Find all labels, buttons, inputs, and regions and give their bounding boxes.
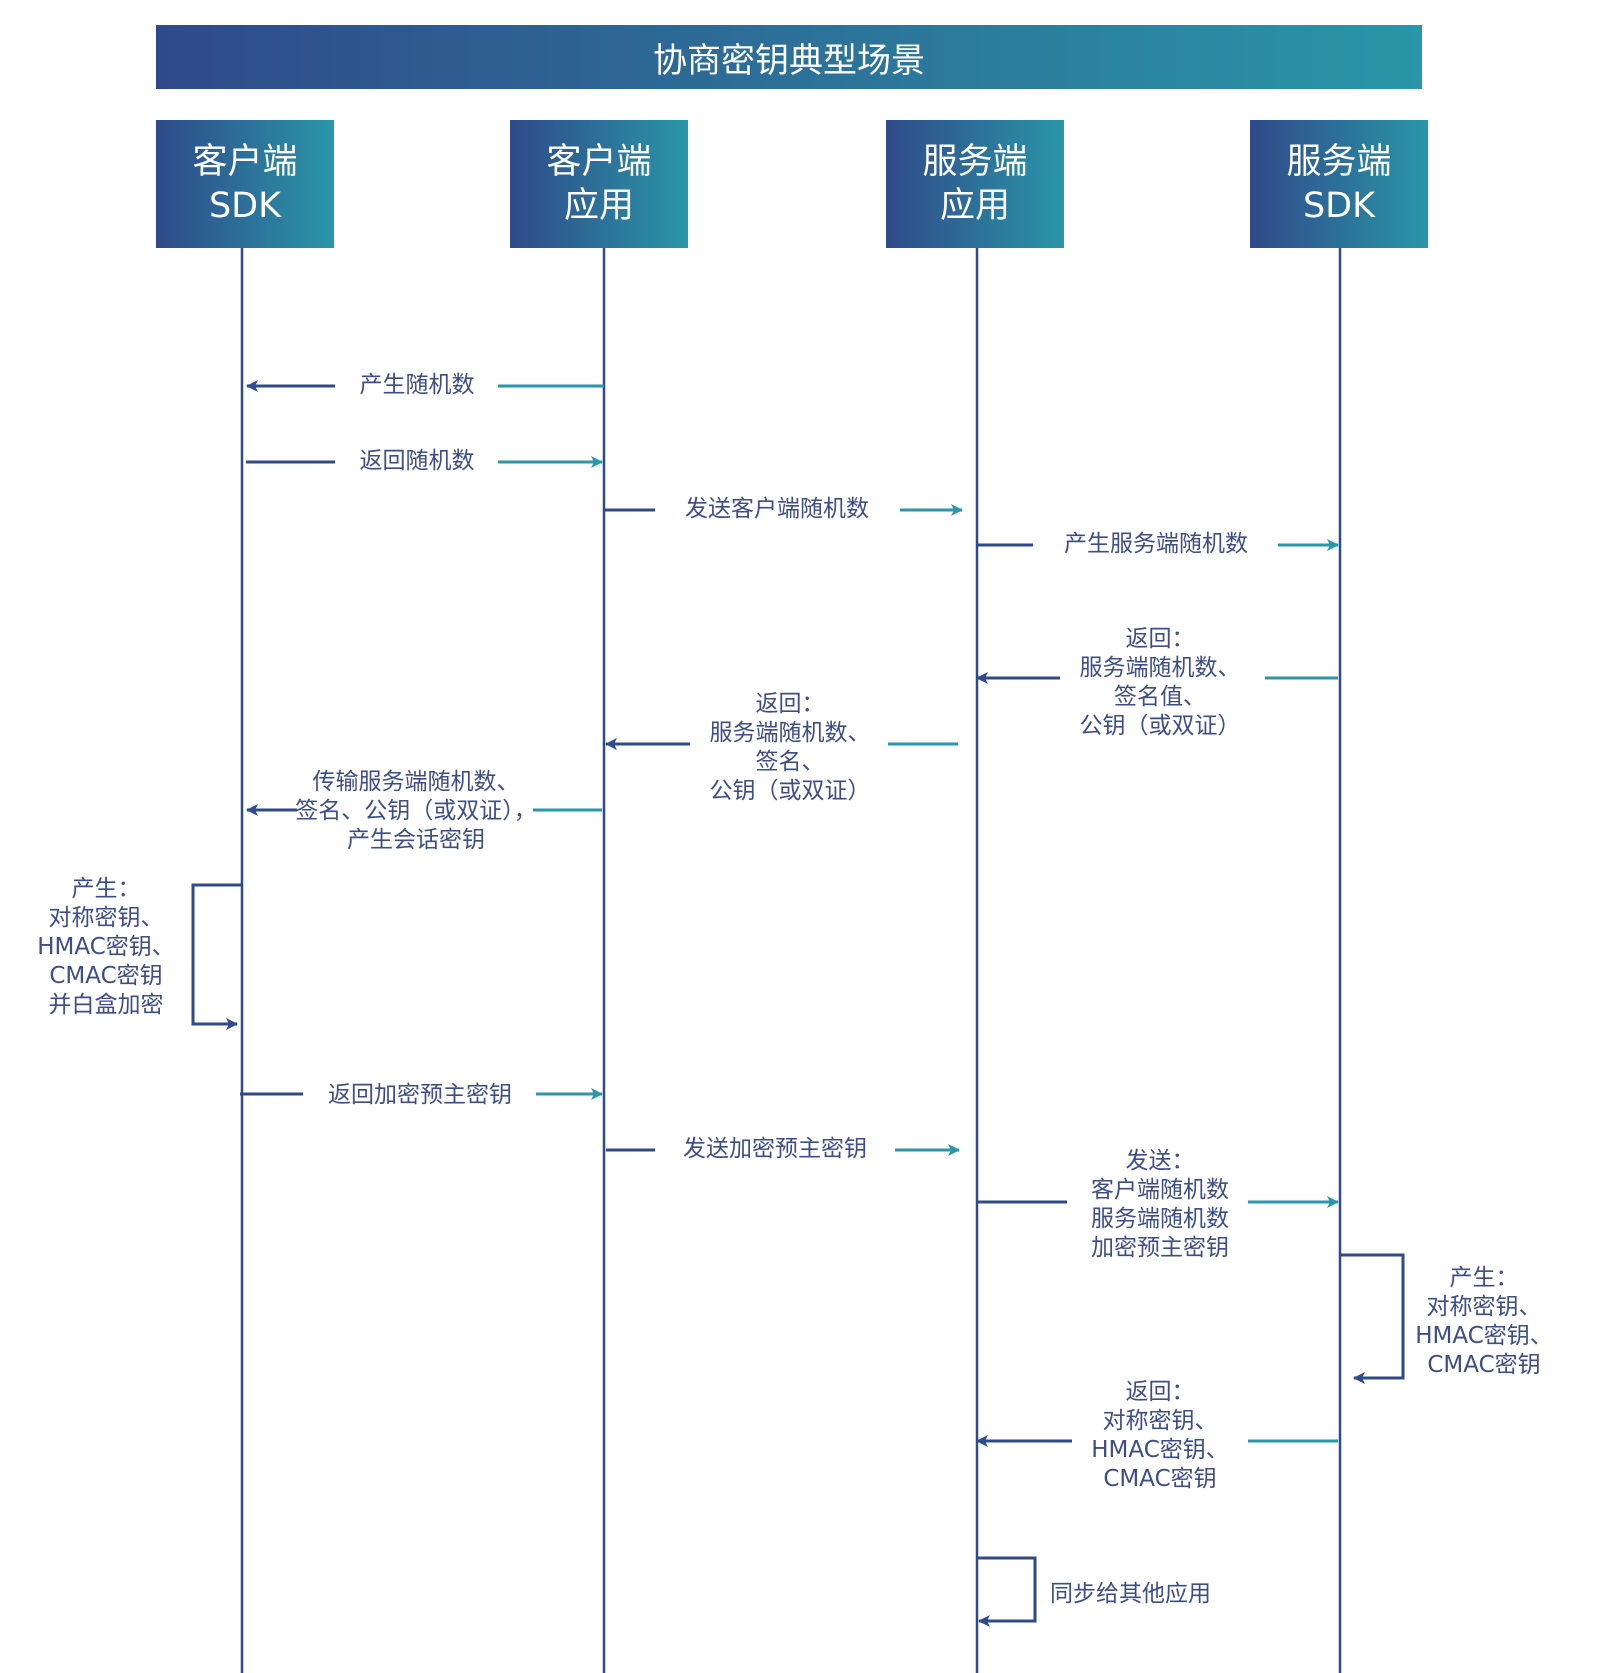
message-label-line: CMAC密钥 (49, 963, 163, 989)
message-label-line: 发送： (1125, 1148, 1195, 1174)
actor-client-app: 客户端 应用 (510, 120, 688, 248)
message-label-line: HMAC密钥、 (1415, 1323, 1553, 1349)
message-label-line: 产生会话密钥 (347, 827, 485, 853)
self-loop-server-sdk (1340, 1253, 1405, 1384)
message-label-line: 签名、 (755, 749, 825, 775)
message-label-line: 对称密钥、 (1426, 1294, 1542, 1320)
message-label-13: 返回： 对称密钥、 HMAC密钥、 CMAC密钥 (1091, 1378, 1229, 1494)
message-label-line: HMAC密钥、 (37, 934, 175, 960)
message-label-line: CMAC密钥 (1103, 1466, 1217, 1492)
self-loop-server-app (977, 1556, 1037, 1627)
message-label-2: 返回随机数 (360, 447, 475, 476)
message-label-4: 产生服务端随机数 (1064, 530, 1248, 559)
actor-client-sdk-line2: SDK (208, 186, 282, 226)
message-label-9: 返回加密预主密钥 (328, 1081, 512, 1110)
message-label-line: 返回： (755, 691, 825, 717)
message-label-line: 返回加密预主密钥 (328, 1082, 512, 1108)
message-label-12: 产生： 对称密钥、 HMAC密钥、 CMAC密钥 (1415, 1264, 1553, 1380)
actor-client-sdk: 客户端 SDK (156, 120, 334, 248)
message-label-line: 服务端随机数、 (709, 720, 871, 746)
message-label-line: 产生： (71, 876, 141, 902)
message-label-6: 返回： 服务端随机数、签名、公钥（或双证） (710, 690, 871, 806)
actor-server-sdk-line2: SDK (1302, 186, 1376, 226)
self-loop-client-sdk (191, 883, 242, 1030)
diagram-title: 协商密钥典型场景 (156, 25, 1422, 89)
message-label-11: 发送： 客户端随机数服务端随机数加密预主密钥 (1091, 1147, 1229, 1263)
message-label-line: 同步给其他应用 (1050, 1581, 1211, 1607)
message-label-line: 返回： (1125, 626, 1195, 652)
actor-server-sdk: 服务端 SDK (1250, 120, 1428, 248)
message-label-line: 发送客户端随机数 (685, 496, 869, 522)
message-label-line: 传输服务端随机数、 (312, 769, 520, 795)
actor-server-app-line2: 应用 (939, 186, 1010, 226)
message-label-14: 同步给其他应用 (1050, 1580, 1211, 1609)
message-label-line: 返回随机数 (359, 448, 475, 474)
message-label-line: 对称密钥、 (48, 905, 164, 931)
actor-server-sdk-line1: 服务端 (1286, 142, 1392, 182)
message-label-line: 对称密钥、 (1102, 1408, 1218, 1434)
message-label-line: 返回： (1125, 1379, 1195, 1405)
message-label-line: 公钥（或双证） (1079, 713, 1241, 739)
message-label-line: 签名、公钥（或双证）， (295, 798, 537, 824)
message-label-5: 返回： 服务端随机数、签名值、公钥（或双证） (1080, 625, 1241, 741)
message-label-line: 签名值、 (1114, 684, 1206, 710)
message-label-line: 加密预主密钥 (1091, 1235, 1229, 1261)
message-label-line: HMAC密钥、 (1091, 1437, 1229, 1463)
message-label-line: 服务端随机数 (1091, 1206, 1229, 1232)
actor-client-app-line2: 应用 (563, 186, 634, 226)
message-label-line: 产生随机数 (359, 372, 475, 398)
message-label-3: 发送客户端随机数 (685, 495, 869, 524)
message-label-line: CMAC密钥 (1427, 1352, 1541, 1378)
actor-server-app: 服务端 应用 (886, 120, 1064, 248)
message-label-line: 产生服务端随机数 (1064, 531, 1248, 557)
message-label-line: 客户端随机数 (1091, 1177, 1229, 1203)
message-label-10: 发送加密预主密钥 (683, 1135, 867, 1164)
message-label-8: 产生： 对称密钥、 HMAC密钥、 CMAC密钥并白盒加密 (37, 875, 175, 1020)
actor-client-sdk-line1: 客户端 (192, 142, 298, 182)
message-label-7: 传输服务端随机数、签名、公钥（或双证）， 产生会话密钥 (295, 768, 537, 855)
message-label-1: 产生随机数 (360, 371, 475, 400)
actor-client-app-line1: 客户端 (546, 142, 652, 182)
message-label-line: 公钥（或双证） (709, 778, 871, 804)
message-label-line: 服务端随机数、 (1079, 655, 1241, 681)
message-label-line: 发送加密预主密钥 (683, 1136, 867, 1162)
message-label-line: 并白盒加密 (48, 992, 164, 1018)
actor-server-app-line1: 服务端 (922, 142, 1028, 182)
message-label-line: 产生： (1449, 1265, 1519, 1291)
